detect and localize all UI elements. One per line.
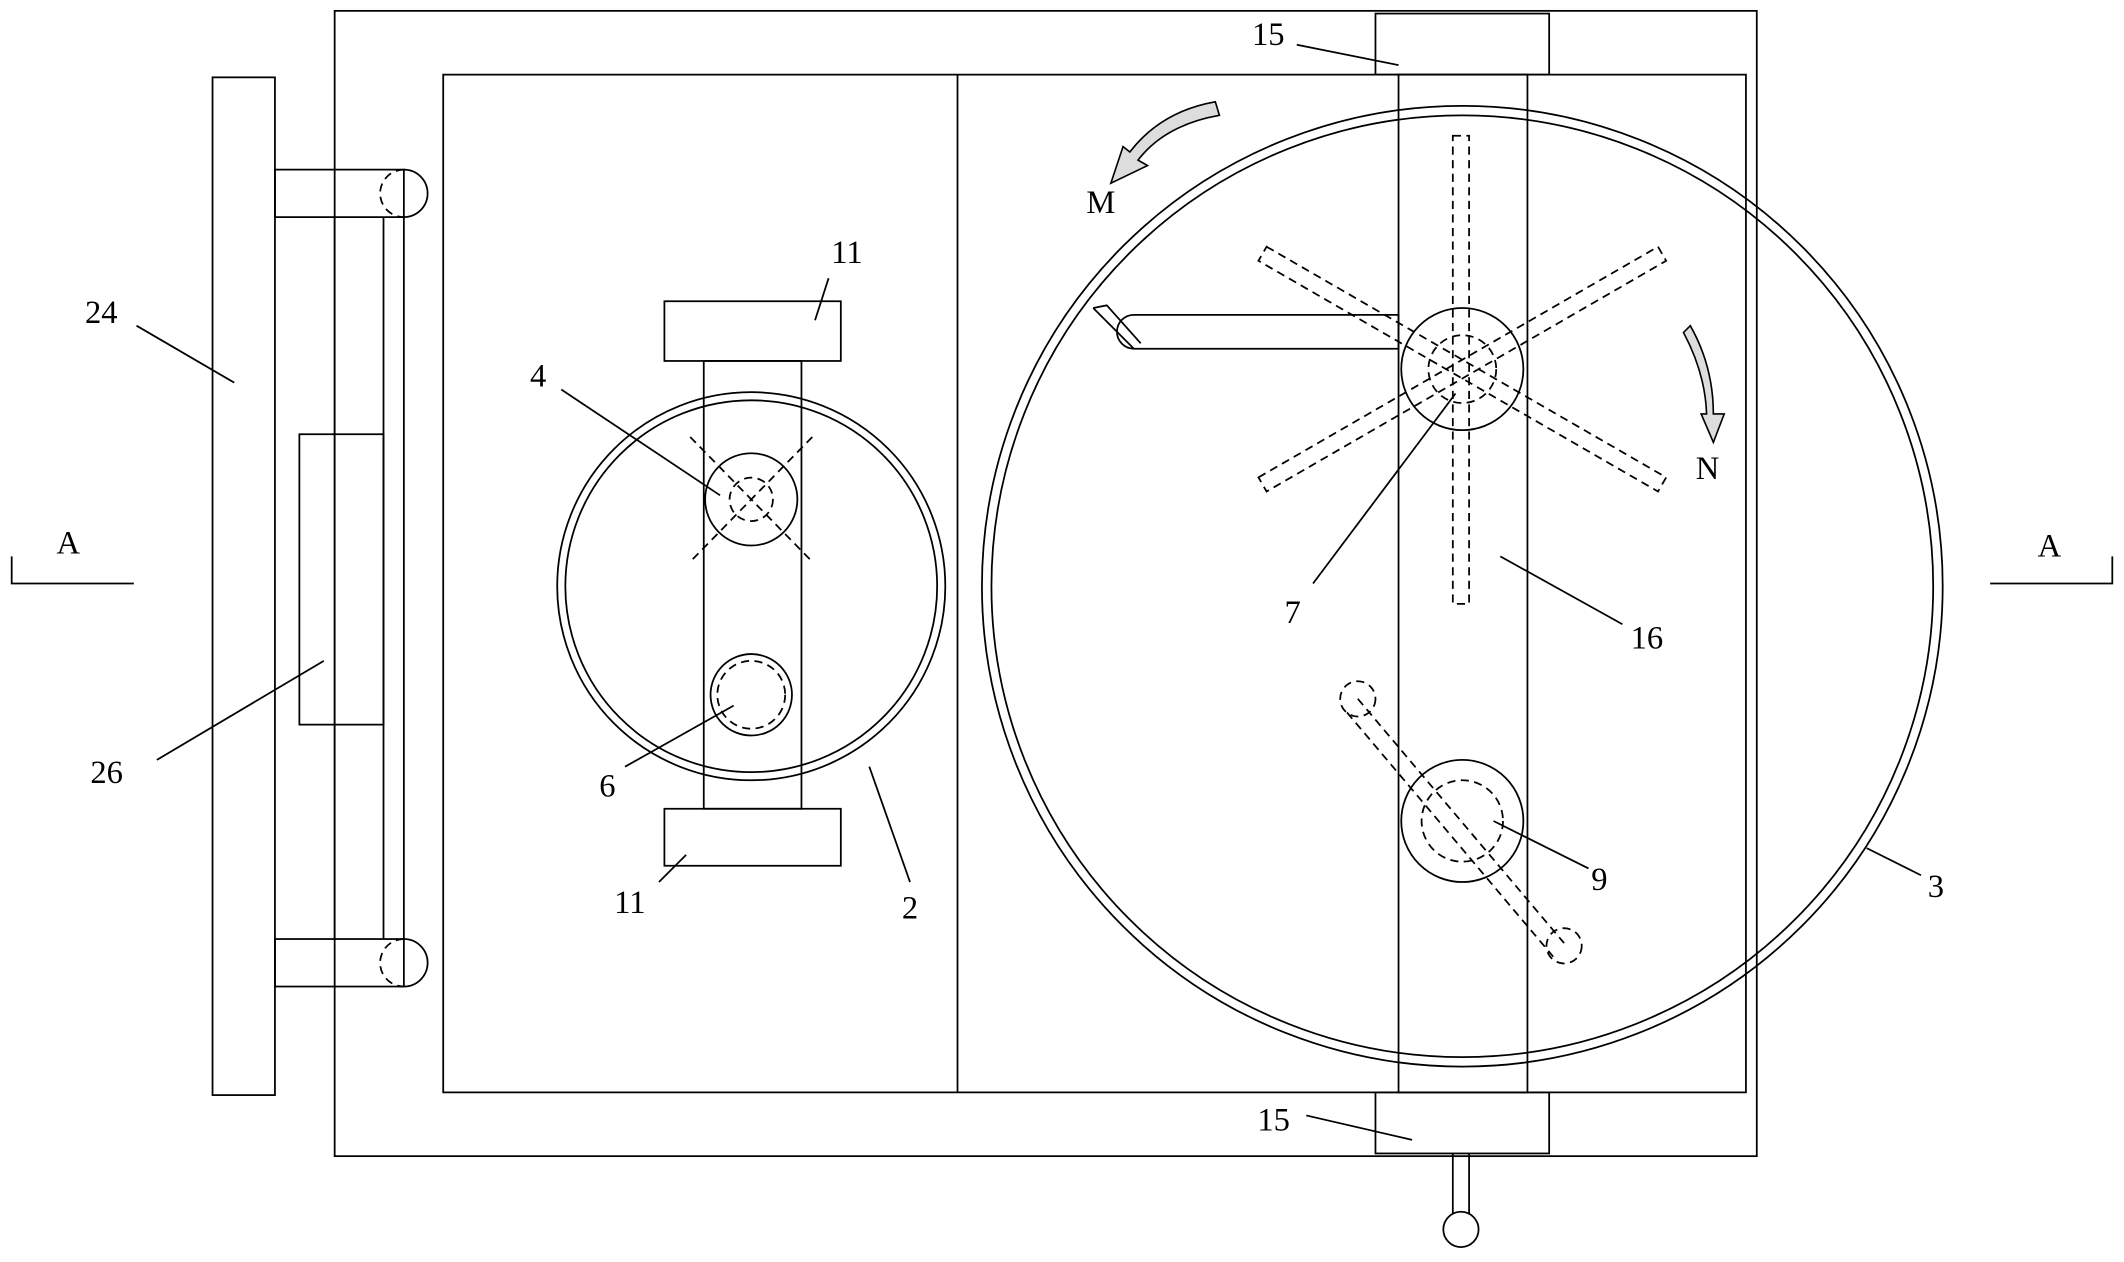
label-a-left: A <box>56 526 80 562</box>
disk-3-outer <box>982 106 1943 1067</box>
block-11-top <box>664 301 840 361</box>
label-15-top: 15 <box>1252 17 1285 53</box>
label-2: 2 <box>902 891 918 927</box>
upper-arm <box>275 170 404 217</box>
label-n: N <box>1696 451 1720 487</box>
label-7: 7 <box>1285 595 1301 631</box>
label-11-top: 11 <box>831 235 862 271</box>
label-6: 6 <box>599 769 615 805</box>
hub-7 <box>1401 308 1523 430</box>
block-15-top <box>1375 14 1549 75</box>
label-26: 26 <box>90 755 123 791</box>
small-slider <box>704 361 802 809</box>
lower-roller <box>404 939 428 986</box>
rotation-arrow-m-icon <box>1111 102 1220 183</box>
outer-frame <box>335 11 1757 1156</box>
block-15-bottom <box>1375 1092 1549 1153</box>
handle-knob <box>1443 1212 1478 1247</box>
disk-2-inner <box>565 400 937 772</box>
pin-9 <box>1401 760 1523 882</box>
label-15-bottom: 15 <box>1257 1102 1290 1138</box>
label-16: 16 <box>1631 621 1664 657</box>
label-24: 24 <box>85 295 118 331</box>
slider-16 <box>1399 75 1528 1093</box>
disk-3-inner <box>991 115 1933 1057</box>
block-26 <box>299 434 383 724</box>
label-3: 3 <box>1928 869 1944 905</box>
disk-2-outer <box>557 392 945 780</box>
pin-6 <box>711 654 792 735</box>
label-9: 9 <box>1591 862 1607 898</box>
rotation-arrow-n-icon <box>1684 326 1725 443</box>
label-4: 4 <box>530 359 546 395</box>
label-11-bottom: 11 <box>614 885 645 921</box>
label-a-right: A <box>2038 528 2062 564</box>
scraper-arm <box>1093 305 1398 348</box>
upper-roller <box>404 170 428 217</box>
plate-24 <box>213 77 275 1095</box>
label-m: M <box>1086 185 1115 221</box>
lower-arm <box>275 939 404 986</box>
block-11-bottom <box>664 809 840 866</box>
